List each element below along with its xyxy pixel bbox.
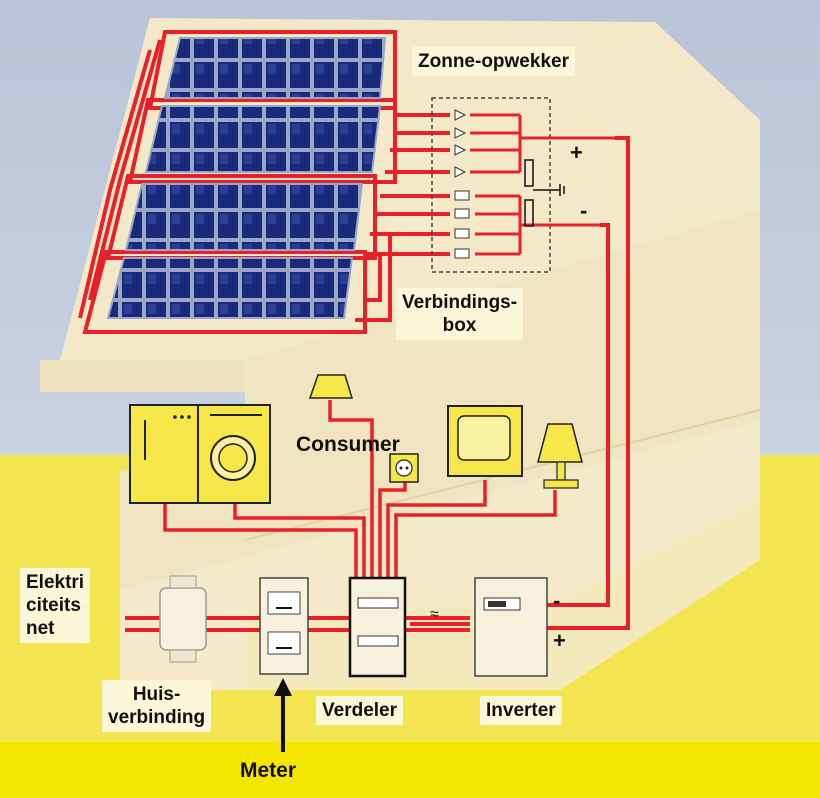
top-plus-sign: + [570, 140, 583, 165]
solar-panel-row-2 [144, 105, 382, 173]
panel-wiring [78, 30, 397, 334]
label-solar-generator: Zonne-opwekker [412, 47, 575, 76]
inverter-minus-sign: - [553, 588, 561, 613]
solar-panels [106, 37, 387, 319]
ground-strip [0, 742, 820, 798]
inverter-box-icon [474, 577, 548, 677]
meter-arrow-icon [274, 678, 292, 752]
tv-icon [447, 405, 523, 477]
table-lamp-icon [537, 423, 583, 489]
label-meter: Meter [240, 759, 297, 782]
wall-socket-icon [389, 453, 419, 483]
consumer-wiring [163, 400, 557, 580]
distributor-box-icon [348, 576, 407, 678]
washing-machine-icon [197, 404, 271, 504]
house-attic-floor [40, 360, 245, 392]
top-minus-sign: - [580, 198, 588, 223]
fridge-icon [129, 404, 199, 504]
house-connection-fuse-icon [159, 575, 207, 663]
label-house-connection: Huis- verbinding [102, 680, 212, 732]
label-inverter: Inverter [480, 696, 562, 725]
solar-panel-row-4 [106, 257, 354, 319]
solar-panel-row-1 [163, 37, 387, 99]
label-consumer: Consumer [296, 433, 400, 456]
solar-panel-row-3 [124, 183, 364, 251]
junction-box [431, 97, 615, 273]
label-junction-box: Verbindings- box [396, 288, 524, 340]
meter-box-icon [259, 577, 309, 675]
inverter-plus-sign: + [553, 628, 566, 653]
ceiling-lamp-icon [308, 374, 354, 399]
panel-to-box-wires [355, 113, 450, 322]
label-distributor: Verdeler [316, 696, 403, 725]
ac-symbol: ≈ [430, 606, 439, 623]
dc-lines [545, 136, 630, 630]
label-grid: Elektri citeits net [20, 568, 91, 643]
